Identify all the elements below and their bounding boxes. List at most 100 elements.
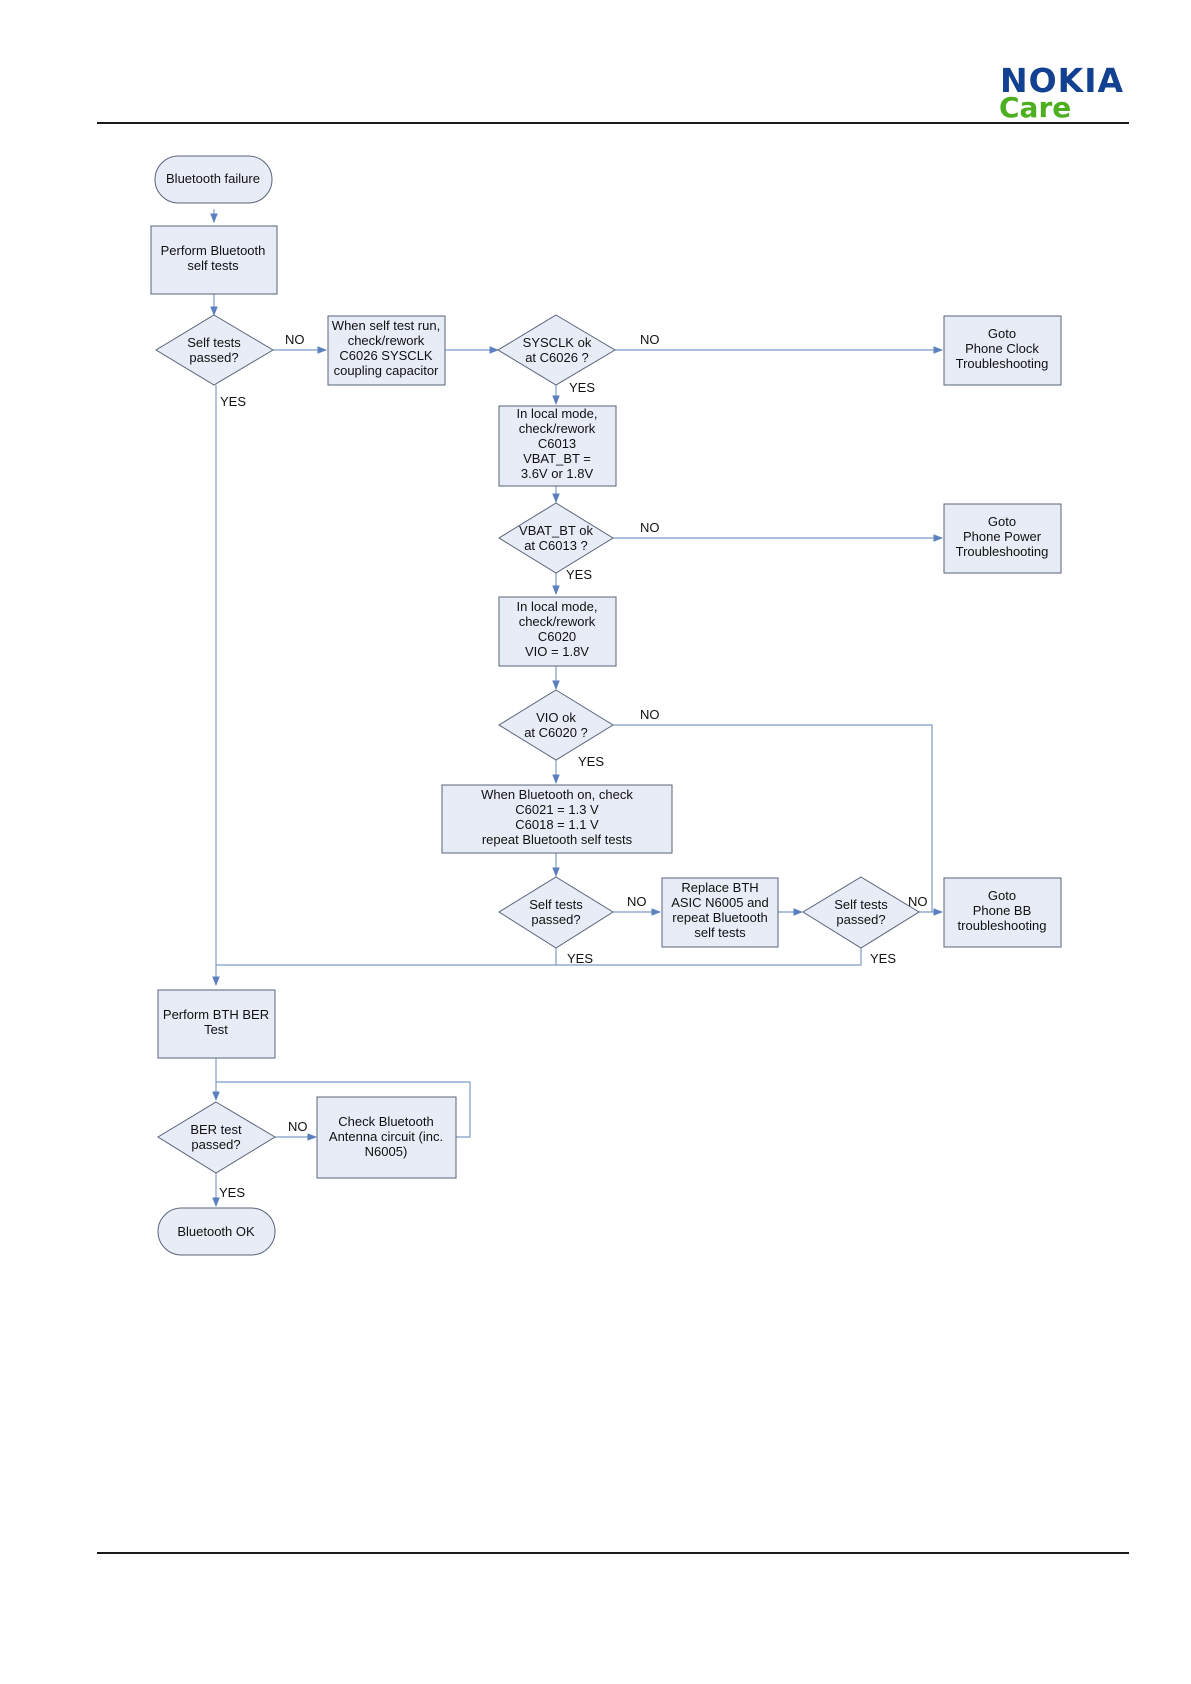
node-text-line: repeat Bluetooth (672, 910, 767, 925)
label-yes: YES (219, 1185, 245, 1200)
node-check-vbat (498, 405, 617, 487)
label-yes: YES (578, 754, 604, 769)
node-text-line: coupling capacitor (334, 363, 439, 378)
node-ber-test (157, 989, 276, 1059)
node-goto-bb (943, 877, 1062, 948)
node-text-line: troubleshooting (958, 918, 1047, 933)
node-text-line: Self tests (187, 335, 241, 350)
node-text-line: check/rework (519, 421, 596, 436)
branch-labels: NO YES NO YES NO YES NO YES NO YES NO YE… (219, 332, 928, 1200)
node-text-line: at C6020 ? (524, 725, 588, 740)
node-vbat-ok (498, 502, 614, 574)
label-no: NO (288, 1119, 308, 1134)
node-text-line: VIO ok (536, 710, 576, 725)
node-text-line: passed? (836, 912, 885, 927)
nodes (150, 155, 1062, 1256)
label-no: NO (640, 520, 660, 535)
node-text-line: Goto (988, 888, 1016, 903)
node-text-line: C6020 (538, 629, 576, 644)
node-text-line: C6018 = 1.1 V (515, 817, 599, 832)
node-ber-passed (157, 1101, 276, 1174)
label-yes: YES (870, 951, 896, 966)
label-yes: YES (567, 951, 593, 966)
node-text-line: Phone BB (973, 903, 1032, 918)
node-text-line: VIO = 1.8V (525, 644, 589, 659)
label-yes: YES (566, 567, 592, 582)
node-text-line: Self tests (529, 897, 583, 912)
node-text-line: Goto (988, 514, 1016, 529)
node-text-line: Troubleshooting (956, 544, 1049, 559)
node-text-line: Phone Clock (965, 341, 1039, 356)
node-text-line: N6005) (365, 1144, 408, 1159)
node-text-line: passed? (191, 1137, 240, 1152)
nokia-logo: NOKIA (1000, 61, 1125, 100)
node-text-line: VBAT_BT ok (519, 523, 593, 538)
label-yes: YES (220, 394, 246, 409)
node-text-line: check/rework (519, 614, 596, 629)
label-no: NO (640, 707, 660, 722)
node-check-sysclk-cap (327, 315, 446, 386)
node-goto-power (943, 503, 1062, 574)
node-text-line: passed? (189, 350, 238, 365)
node-check-vio (498, 596, 617, 667)
node-text-line: C6013 (538, 436, 576, 451)
node-text-line: Phone Power (963, 529, 1042, 544)
node-bluetooth-failure (154, 155, 273, 204)
node-text-line: VBAT_BT = (523, 451, 591, 466)
node-vio-ok (498, 689, 614, 761)
connectors (210, 209, 943, 1207)
node-perform-selftest (150, 225, 278, 295)
label-no: NO (627, 894, 647, 909)
edge-selftest3-yes (556, 948, 862, 966)
node-text-line: at C6026 ? (525, 350, 589, 365)
node-selftest-passed-3 (802, 876, 920, 949)
node-text-line: In local mode, (517, 599, 598, 614)
node-text-line: When Bluetooth on, check (481, 787, 633, 802)
node-text-line: Goto (988, 326, 1016, 341)
node-text-line: BER test (190, 1122, 242, 1137)
node-text-line: C6021 = 1.3 V (515, 802, 599, 817)
care-logo: Care (999, 91, 1072, 124)
node-text-line: ASIC N6005 and (671, 895, 769, 910)
node-text-line: Test (204, 1022, 228, 1037)
node-text-line: self tests (694, 925, 746, 940)
text-bluetooth-failure: Bluetooth failure (166, 171, 260, 186)
node-text-line: When self test run, (332, 318, 440, 333)
node-text-line: Bluetooth OK (177, 1224, 255, 1239)
node-sysclk-ok (497, 314, 616, 386)
label-no: NO (640, 332, 660, 347)
node-text-line: check/rework (348, 333, 425, 348)
node-text-line: C6026 SYSCLK (339, 348, 433, 363)
node-goto-clock (943, 315, 1062, 386)
node-text-line: 3.6V or 1.8V (521, 466, 594, 481)
node-text-line: Perform BTH BER (163, 1007, 269, 1022)
node-check-antenna (316, 1096, 457, 1179)
edge-vio-no (613, 724, 933, 912)
node-selftest-passed-1 (155, 314, 274, 386)
node-text-line: Antenna circuit (inc. (329, 1129, 443, 1144)
node-text-line: repeat Bluetooth self tests (482, 832, 633, 847)
text-bluetooth-ok: Bluetooth OK (177, 1224, 255, 1239)
label-no: NO (285, 332, 305, 347)
node-text-line: In local mode, (517, 406, 598, 421)
node-replace-asic (661, 877, 779, 948)
node-text-line: passed? (531, 912, 580, 927)
label-no: NO (908, 894, 928, 909)
node-text-line: Replace BTH (681, 880, 758, 895)
